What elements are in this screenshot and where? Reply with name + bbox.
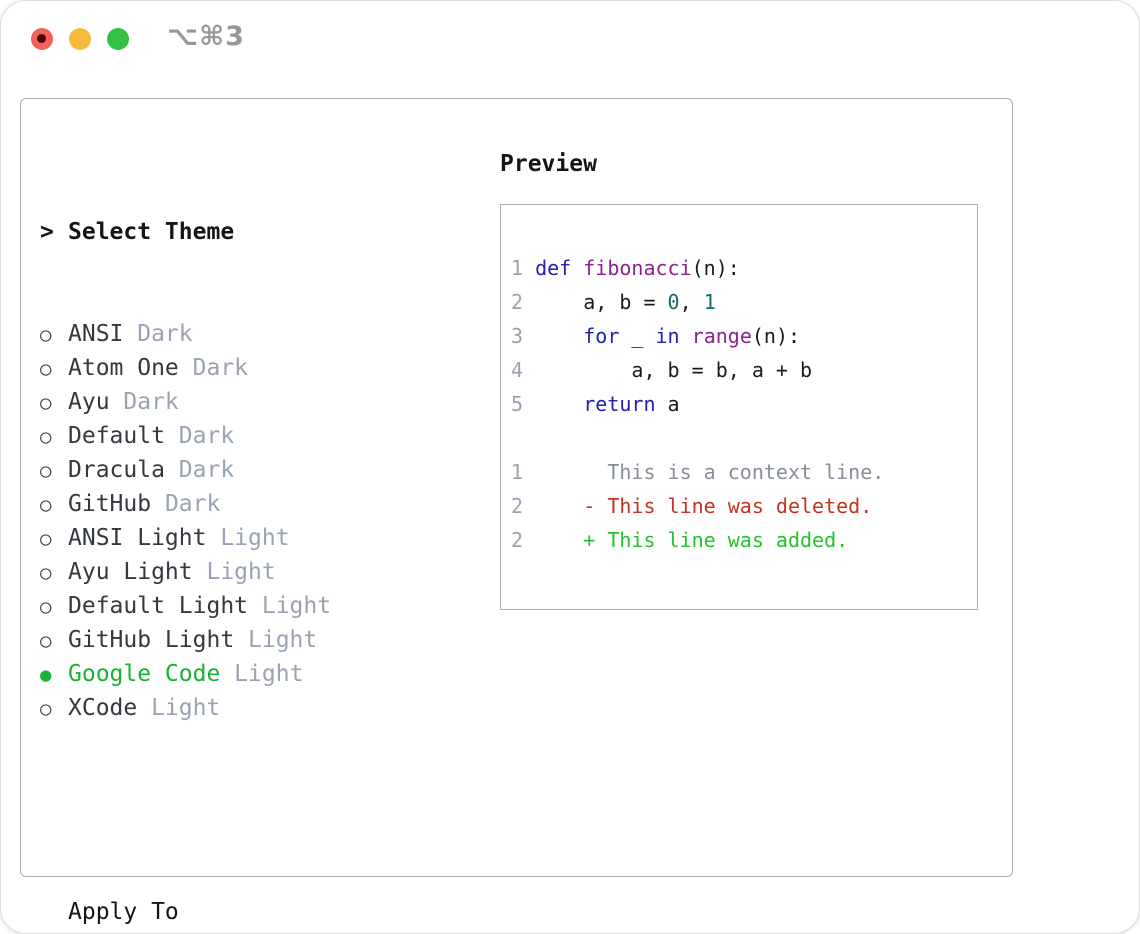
- theme-item-ansi[interactable]: ○ ANSI Dark: [40, 317, 428, 351]
- code-line: 1 def fibonacci(n):: [511, 256, 740, 280]
- window-title: ⌥⌘3: [167, 21, 245, 52]
- theme-variant-tag: Dark: [164, 457, 235, 483]
- focus-caret-icon: >: [40, 219, 54, 245]
- theme-name: Dracula: [68, 457, 165, 483]
- code-preview: 1 def fibonacci(n): 2 a, b = 0, 1 3 for …: [501, 205, 977, 557]
- theme-item-dracula[interactable]: ○ Dracula Dark: [40, 453, 428, 487]
- select-theme-header-label: Select Theme: [68, 219, 235, 245]
- code-line: 2 a, b = 0, 1: [511, 290, 716, 314]
- main-panel: > Select Theme ○ ANSI Dark ○ Atom One Dark ○ A…: [20, 98, 1013, 925]
- theme-variant-tag: Light: [220, 661, 304, 687]
- radio-unselected-icon: ○: [40, 358, 52, 380]
- radio-unselected-icon: ○: [40, 460, 52, 482]
- apply-to-header-label: Apply To: [68, 899, 179, 925]
- radio-unselected-icon: ○: [40, 392, 52, 414]
- theme-variant-tag: Light: [137, 695, 221, 721]
- radio-unselected-icon: ○: [40, 596, 52, 618]
- theme-name: GitHub Light: [68, 627, 235, 653]
- theme-name: Ayu Light: [68, 559, 193, 585]
- radio-unselected-icon: ○: [40, 528, 52, 550]
- theme-variant-tag: Dark: [151, 491, 221, 517]
- theme-item-ayu[interactable]: ○ Ayu Dark: [40, 385, 428, 419]
- theme-name: Ayu: [68, 389, 110, 415]
- theme-menu: > Select Theme ○ ANSI Dark ○ Atom One Dark ○ A…: [40, 147, 428, 933]
- theme-list: ○ ANSI Dark ○ Atom One Dark ○ Ayu Dark ○ Defaul…: [40, 317, 428, 725]
- theme-item-default-light[interactable]: ○ Default Light Light: [40, 589, 428, 623]
- theme-name: Atom One: [68, 355, 179, 381]
- theme-item-ayu-light[interactable]: ○ Ayu Light Light: [40, 555, 428, 589]
- code-line: 5 return a: [511, 392, 680, 416]
- theme-variant-tag: Light: [192, 559, 276, 585]
- titlebar: ⌥⌘3: [1, 1, 1139, 79]
- theme-name: Default: [68, 423, 165, 449]
- theme-variant-tag: Light: [248, 593, 332, 619]
- theme-name: ANSI Light: [68, 525, 207, 551]
- theme-item-default[interactable]: ○ Default Dark: [40, 419, 428, 453]
- radio-unselected-icon: ○: [40, 426, 52, 448]
- theme-name: Google Code: [68, 661, 221, 687]
- theme-variant-tag: Dark: [178, 355, 249, 381]
- theme-item-google-code[interactable]: ● Google Code Light: [40, 657, 428, 691]
- theme-variant-tag: Light: [234, 627, 318, 653]
- spacer-row: [40, 793, 428, 827]
- code-line: 4 a, b = b, a + b: [511, 358, 813, 382]
- theme-name: GitHub: [68, 491, 152, 517]
- theme-variant-tag: Dark: [109, 389, 179, 415]
- radio-selected-icon: ●: [40, 664, 52, 686]
- theme-variant-tag: Dark: [164, 423, 235, 449]
- radio-unselected-icon: ○: [40, 630, 52, 652]
- theme-name: Default Light: [68, 593, 249, 619]
- preview-box: 1 def fibonacci(n): 2 a, b = 0, 1 3 for …: [500, 204, 978, 610]
- zoom-button[interactable]: [107, 28, 129, 50]
- theme-variant-tag: Light: [206, 525, 290, 551]
- close-dot-icon: [37, 34, 46, 43]
- code-line: 1 This is a context line.: [511, 460, 885, 484]
- preview-column: Preview 1 def fibonacci(n): 2 a, b = 0, …: [500, 147, 978, 610]
- radio-unselected-icon: ○: [40, 562, 52, 584]
- minimize-button[interactable]: [69, 28, 91, 50]
- radio-unselected-icon: ○: [40, 698, 52, 720]
- theme-name: XCode: [68, 695, 138, 721]
- theme-name: ANSI: [68, 321, 124, 347]
- theme-item-xcode[interactable]: ○ XCode Light: [40, 691, 428, 725]
- theme-item-atom-one[interactable]: ○ Atom One Dark: [40, 351, 428, 385]
- theme-item-github[interactable]: ○ GitHub Dark: [40, 487, 428, 521]
- radio-unselected-icon: ○: [40, 324, 52, 346]
- code-line: 2 - This line was deleted.: [511, 494, 873, 518]
- theme-item-ansi-light[interactable]: ○ ANSI Light Light: [40, 521, 428, 555]
- code-line: 2 + This line was added.: [511, 528, 849, 552]
- apply-to-header: Apply To: [40, 895, 428, 929]
- theme-variant-tag: Dark: [123, 321, 193, 347]
- radio-unselected-icon: ○: [40, 494, 52, 516]
- preview-title: Preview: [500, 151, 597, 177]
- code-line: 3 for _ in range(n):: [511, 324, 801, 348]
- theme-item-github-light[interactable]: ○ GitHub Light Light: [40, 623, 428, 657]
- select-theme-header: > Select Theme: [40, 215, 428, 249]
- close-button[interactable]: [31, 28, 53, 50]
